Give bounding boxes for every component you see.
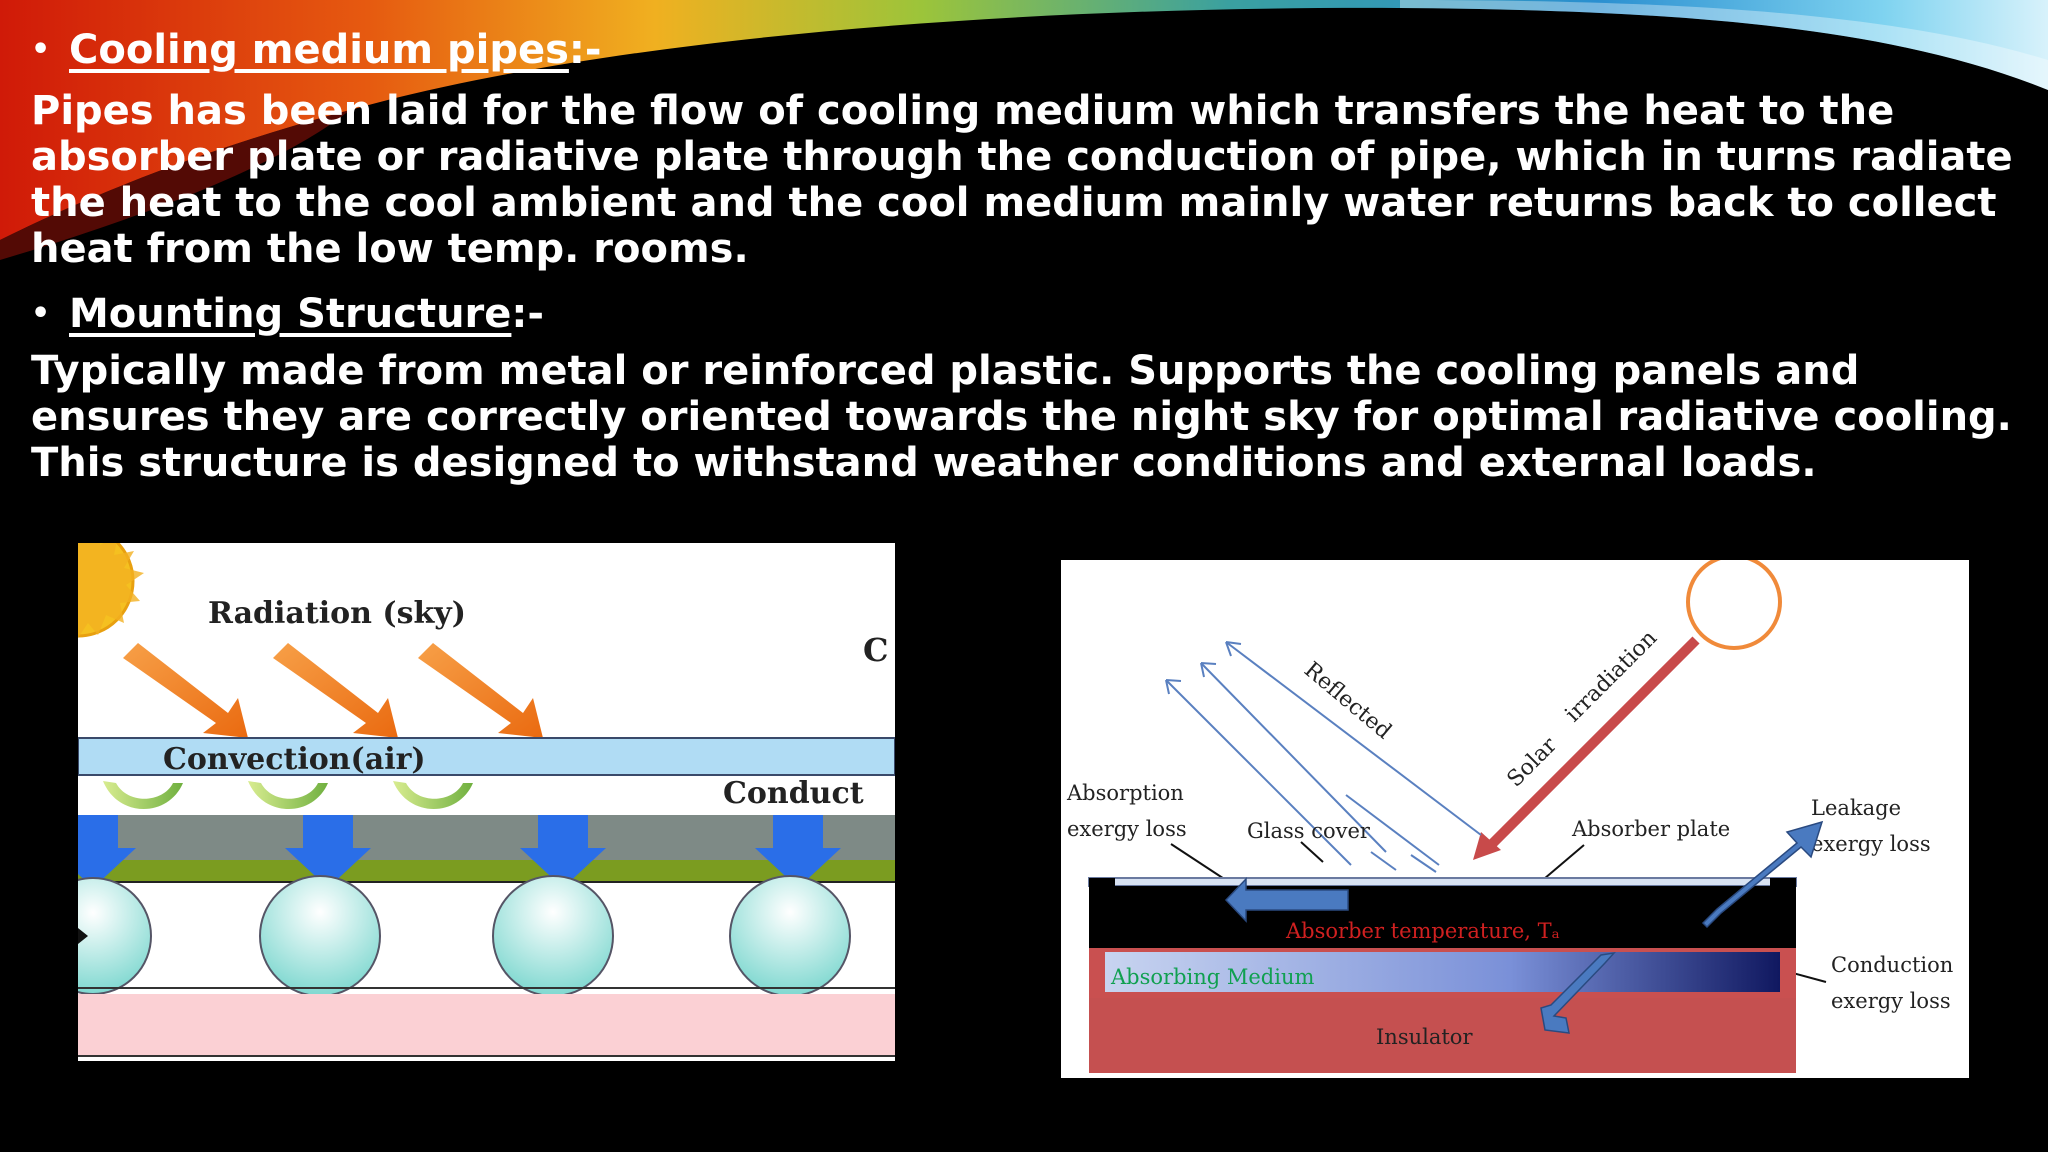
bullet-title: Cooling medium pipes [69,27,569,73]
bullet-title: Mounting Structure [69,291,512,337]
conduction-label: Conduction [1831,953,1953,977]
paragraph-cooling-pipes: Pipes has been laid for the flow of cool… [31,88,2013,272]
leakage-loss-label: exergy loss [1811,832,1931,856]
cut-label: C [863,631,888,669]
insulator-label: Insulator [1376,1025,1473,1049]
bullet-mounting-structure: • Mounting Structure :- [31,284,2021,344]
bullet-dot-icon: • [31,32,51,67]
sun-icon [1686,560,1782,650]
reflected-label: Reflected [1299,657,1396,744]
absorber-plate-label: Absorber plate [1571,817,1730,841]
absorber-temperature-label: Absorber temperature, Tₐ [1285,919,1560,943]
irradiation-label: irradiation [1561,626,1663,728]
leakage-label: Leakage [1811,796,1901,820]
bullet-suffix: :- [568,27,602,73]
radiative-plate [78,815,895,860]
reflected-arrow-icon [1165,641,1482,873]
heat-flow-arrow-icon [78,815,841,888]
convection-label: Convection(air) [163,742,426,777]
conduction-loss-label: exergy loss [1831,989,1951,1013]
convection-layer [78,737,895,776]
slide-text: • Cooling medium pipes :- Pipes has been… [31,20,2021,496]
absorber-layer [78,860,895,882]
absorption-loss-label: exergy loss [1067,817,1187,841]
loss-arrow-icon [1224,820,1824,1034]
sun-icon [78,543,144,638]
absorbing-medium-label: Absorbing Medium [1110,965,1314,989]
bullet-dot-icon: • [31,296,51,331]
decorative-banner [0,0,2048,260]
convection-arrow-icon [103,781,473,810]
insulator [1089,998,1796,1073]
radiation-label: Radiation (sky) [208,596,466,631]
bullet-suffix: :- [511,291,545,337]
cooling-pipe-icon [78,875,851,997]
absorption-label: Absorption [1066,781,1184,805]
radiation-arrow-icon [123,643,543,738]
radiative-cooling-panel-diagram: Radiation (sky) C Convection(air) Conduc… [78,543,895,1061]
insulation-layer [78,994,895,1056]
bullet-cooling-pipes: • Cooling medium pipes :- [31,20,2021,80]
absorber-plate [1089,886,1796,948]
glass-cover-label: Glass cover [1247,819,1371,843]
solar-collector-exergy-diagram: Solar irradiation Reflected Absorption e… [1061,560,1969,1078]
glass-cover [1088,877,1797,887]
solar-irradiation-arrow-icon [1473,636,1700,860]
paragraph-mounting-structure: Typically made from metal or reinforced … [31,348,2012,486]
absorbing-medium [1105,952,1780,992]
conduction-label: Conduct [723,776,864,811]
